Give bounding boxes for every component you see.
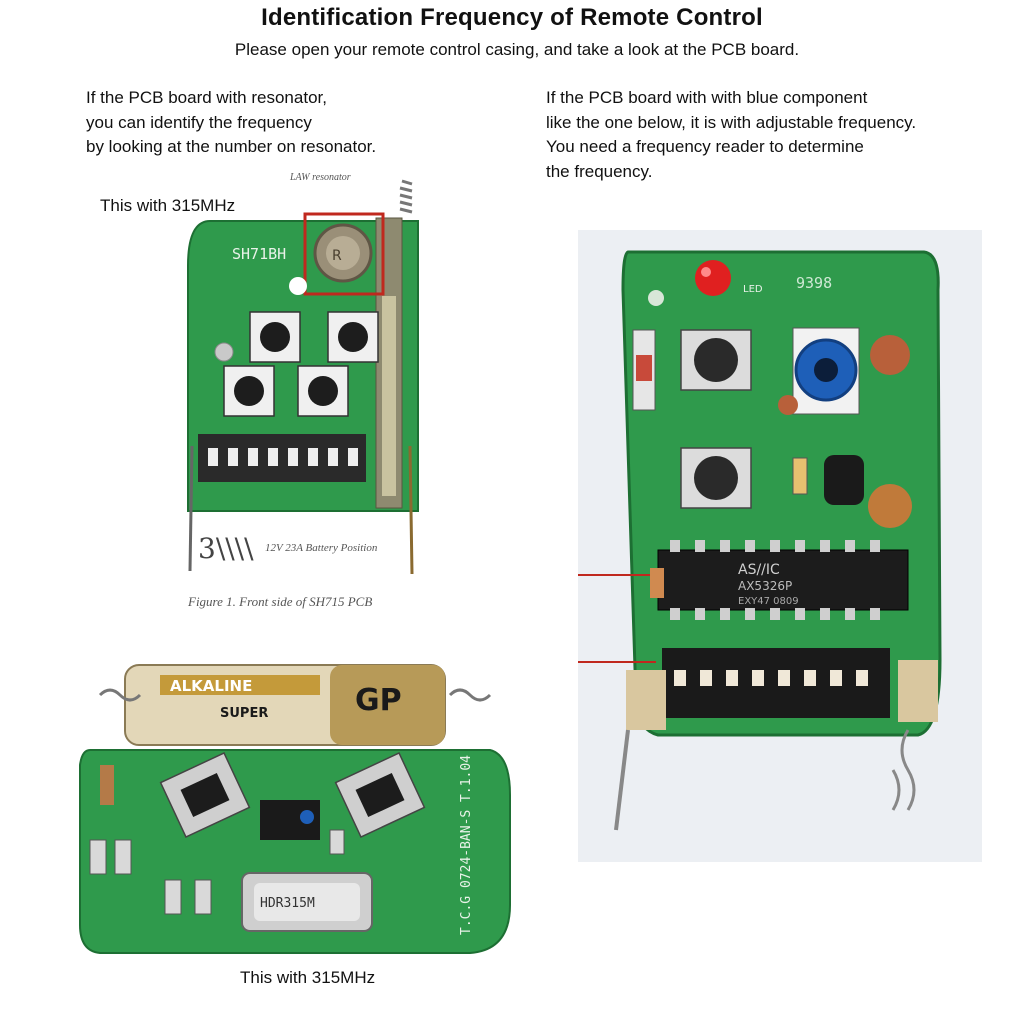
- board-text: T.C.G 0724-BAN-S T.1.04: [459, 755, 474, 935]
- battery-type: ALKALINE: [170, 677, 252, 695]
- left-intro: If the PCB board with resonator, you can…: [86, 86, 506, 160]
- resonator-label: LAW resonator: [290, 172, 351, 183]
- figure1-footnote: Figure 1. Front side of SH715 PCB: [188, 594, 373, 609]
- battery-position-label: 12V 23A Battery Position: [265, 542, 378, 554]
- figure1-pcb-photo: R SH71BH: [180, 176, 430, 576]
- left-intro-line: If the PCB board with resonator,: [86, 88, 327, 107]
- page-subtitle: Please open your remote control casing, …: [234, 40, 800, 59]
- figure1-caption: This with 315MHz: [100, 196, 236, 215]
- battery-super: SUPER: [220, 706, 268, 721]
- figure2-caption: This with 315MHz: [240, 968, 376, 987]
- left-intro-line: by looking at the number on resonator.: [86, 137, 377, 156]
- right-intro-line: like the one below, it is with adjustabl…: [546, 112, 917, 132]
- led-label: LED: [743, 284, 763, 295]
- chip-label: SH71BH: [232, 245, 286, 263]
- battery-brand: GP: [355, 683, 402, 718]
- figure2-pcb-photo: ALKALINE SUPER GP HDR315M: [70, 655, 520, 965]
- ic-label-2: AX5326P: [738, 579, 792, 593]
- board-code: 9398: [796, 274, 832, 292]
- right-intro-line: You need a frequency reader to determine: [546, 137, 864, 156]
- right-intro-line: the frequency.: [546, 161, 653, 181]
- ic-label-3: EXY47 0809: [738, 596, 799, 607]
- figure3-pcb-photo: LED 9398: [578, 230, 982, 862]
- svg-text:R: R: [332, 248, 342, 264]
- crystal-label: HDR315M: [260, 896, 315, 911]
- right-intro: If the PCB board with with blue componen…: [546, 86, 1016, 184]
- right-intro-line: If the PCB board with with blue componen…: [546, 88, 868, 107]
- left-intro-line: you can identify the frequency: [86, 112, 312, 132]
- ic-label-1: AS//IC: [738, 562, 780, 578]
- svg-text:3\\\\: 3\\\\: [198, 532, 254, 565]
- page-title: Identification Frequency of Remote Contr…: [261, 4, 763, 31]
